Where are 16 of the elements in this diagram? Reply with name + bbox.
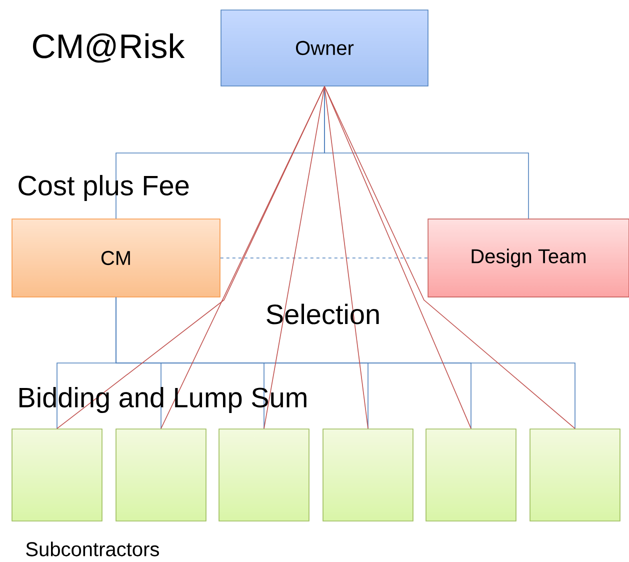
connector-line: [324, 86, 368, 429]
label: Subcontractors: [26, 542, 159, 556]
subcontractor-box: [116, 428, 206, 522]
owner-box: Owner: [220, 10, 428, 86]
subcontractor-box: [218, 428, 310, 522]
connector-line: [264, 86, 325, 429]
title: CM@Risk: [32, 33, 185, 63]
connector-line: [324, 86, 576, 429]
subcontractor-box: [426, 428, 516, 522]
cm-box: CM: [12, 218, 220, 298]
connector-line: [116, 297, 576, 429]
connector-line: [160, 86, 325, 429]
subcontractor-box: [530, 428, 620, 522]
subcontractor-box: [12, 428, 102, 522]
design-team-box: Design Team: [428, 218, 629, 298]
subcontractor-box: [322, 428, 414, 522]
